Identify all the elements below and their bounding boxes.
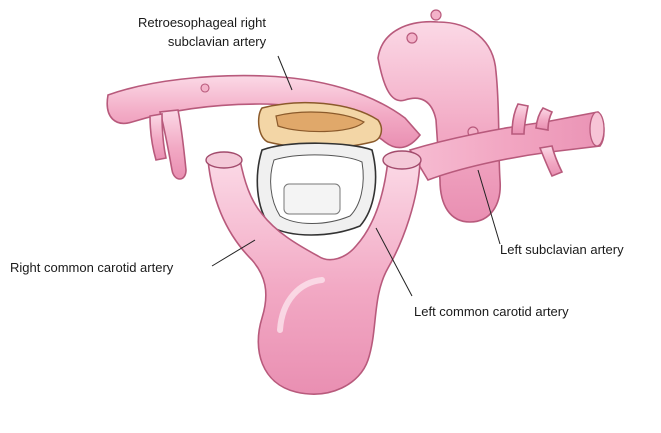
vessel-nub bbox=[407, 33, 417, 43]
label-left-subclavian: Left subclavian artery bbox=[500, 242, 624, 257]
label-right-common-carotid: Right common carotid artery bbox=[10, 260, 174, 275]
label-retroesophageal-line2: subclavian artery bbox=[168, 34, 267, 49]
left-common-carotid-lumen bbox=[383, 151, 421, 169]
label-retroesophageal-line1: Retroesophageal right bbox=[138, 15, 266, 30]
right-common-carotid-lumen bbox=[206, 152, 242, 168]
vessel-nub bbox=[201, 84, 209, 92]
trachea-membrane bbox=[284, 184, 340, 214]
left-subclavian-lumen bbox=[590, 112, 604, 146]
label-left-common-carotid: Left common carotid artery bbox=[414, 304, 569, 319]
vessel-nub bbox=[431, 10, 441, 20]
